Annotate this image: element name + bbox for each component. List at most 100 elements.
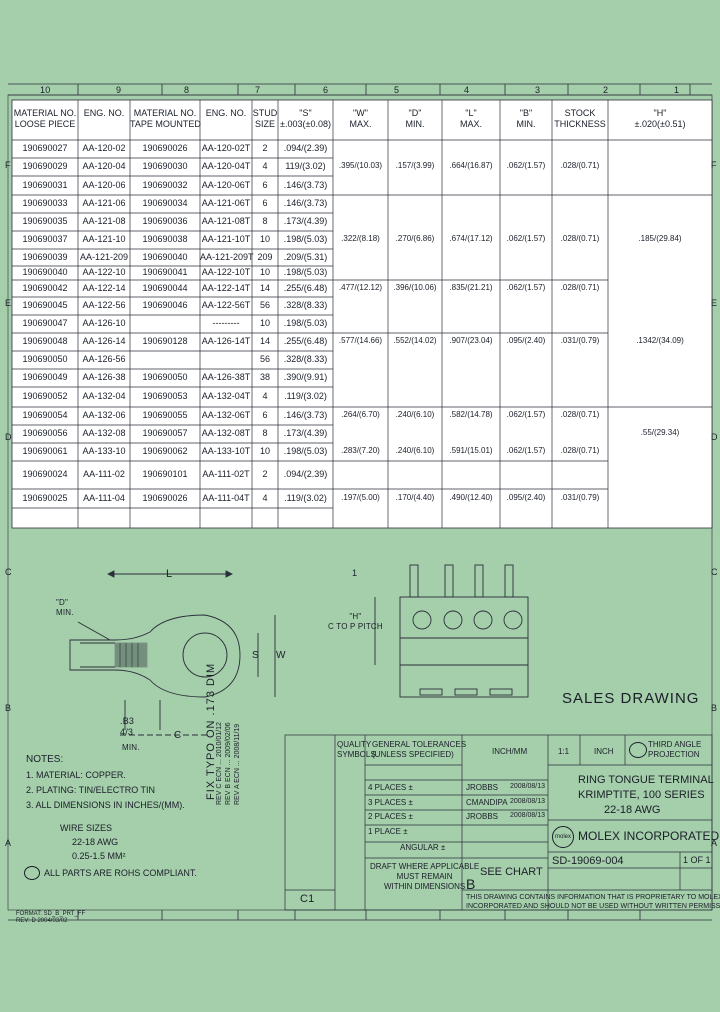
table-header: MATERIAL NO. LOOSE PIECE: [13, 108, 77, 129]
dim-label-l: L: [166, 568, 173, 580]
table-cell: .062/(1.57): [506, 161, 546, 170]
table-cell: .198/(5.03): [283, 267, 328, 277]
grid-row-d: D: [5, 432, 12, 442]
table-cell: .095/(2.40): [506, 492, 546, 502]
table-header: MATERIAL NO. TAPE MOUNTED: [130, 108, 201, 129]
rohs-note: ALL PARTS ARE ROHS COMPLIANT.: [44, 868, 197, 878]
table-cell: 190690049: [22, 372, 68, 382]
revision-c: REV C ECN ... 2010/01/12: [216, 722, 223, 805]
table-cell: .198/(5.03): [283, 234, 328, 244]
notes-title: NOTES:: [26, 754, 64, 765]
table-cell: .173/(4.39): [283, 216, 328, 226]
table-cell: AA-121-209T: [200, 251, 254, 262]
note-2: 2. PLATING: TIN/ELECTRO TIN: [26, 785, 156, 795]
table-cell: 190690031: [22, 179, 68, 190]
date-drawn: 2008/08/13: [510, 783, 546, 790]
projection-label: THIRD ANGLE PROJECTION: [648, 740, 702, 759]
dim-label-c: C: [174, 730, 182, 741]
table-cell: 190690053: [142, 391, 188, 401]
title-line-1: RING TONGUE TERMINAL: [578, 774, 714, 786]
table-cell: .390/(9.91): [283, 372, 328, 382]
table-cell: .173/(4.39): [283, 428, 328, 438]
table-header: "L" MAX.: [459, 108, 482, 129]
table-cell: 190690036: [142, 216, 188, 226]
dimension-style: INCH/MM: [492, 747, 528, 756]
grid-col-6: 6: [323, 85, 329, 95]
table-cell: AA-132-06: [82, 410, 126, 420]
table-cell: AA-121-10: [82, 234, 126, 244]
table-cell: .907/(23.04): [449, 336, 493, 345]
table-cell: 209: [257, 251, 273, 262]
drawn-by: JROBBS: [466, 783, 499, 792]
table-cell: .094/(2.39): [283, 143, 328, 153]
grid-col-7: 7: [255, 85, 261, 95]
grid-row-e: E: [5, 298, 12, 308]
table-header: "S" ±.003(±0.08): [280, 108, 331, 129]
table-cell: AA-121-06T: [201, 198, 251, 208]
table-cell: .255/(6.48): [283, 336, 328, 346]
table-cell: 190690040: [22, 267, 68, 277]
title-block-grid: [284, 734, 713, 911]
table-cell: 190690030: [142, 161, 188, 171]
table-cell: .146/(3.73): [283, 410, 328, 420]
table-cell: .395/(10.03): [338, 161, 383, 170]
grid-col-5: 5: [394, 85, 400, 95]
table-cell: 4: [262, 492, 268, 503]
table-cell: AA-132-08T: [201, 428, 251, 438]
grid-col-10: 10: [40, 85, 51, 95]
table-cell: AA-111-04: [83, 492, 125, 503]
table-cell: .146/(3.73): [283, 198, 328, 208]
table-header: "H" ±.020(±0.51): [634, 108, 686, 129]
table-cell: .322/(8.18): [341, 234, 380, 243]
table-cell: 190690034: [142, 198, 188, 208]
table-cell: AA-132-04: [82, 391, 126, 401]
table-cell: 190690026: [142, 143, 188, 153]
table-cell: 190690054: [22, 410, 68, 420]
table-cell: AA-121-06: [82, 198, 126, 208]
wire-mm: 0.25-1.5 MM²: [72, 851, 126, 861]
table-cell: 10: [259, 318, 270, 328]
company-name: MOLEX INCORPORATED: [578, 829, 720, 843]
table-cell: 190690047: [22, 318, 68, 328]
grid-row-e-right: E: [711, 298, 718, 308]
table-cell: .396/(10.06): [393, 282, 437, 292]
table-cell: 8: [262, 216, 268, 226]
table-cell: 190690052: [22, 391, 68, 401]
grid-col-2: 2: [603, 85, 609, 95]
dim-label-b: .B3 4/3: [120, 716, 135, 737]
table-cell: AA-122-10T: [201, 267, 251, 277]
table-cell: .255/(6.48): [283, 282, 328, 293]
table-cell: 2: [262, 469, 268, 479]
grid-row-a: A: [5, 838, 12, 848]
table-cell: .028/(0.71): [560, 446, 600, 455]
general-tolerances-label: GENERAL TOLERANCES (UNLESS SPECIFIED): [372, 740, 467, 759]
table-cell: .674/(17.12): [449, 234, 493, 243]
quality-symbols-label: QUALITY SYMBOLS: [337, 740, 376, 759]
dim-label-s: S: [252, 650, 259, 661]
table-header: ENG. NO.: [83, 108, 125, 118]
table-cell: 190690101: [142, 469, 188, 479]
table-cell: 190690024: [22, 469, 68, 479]
table-cell: 190690055: [142, 410, 188, 420]
proprietary-notice: THIS DRAWING CONTAINS INFORMATION THAT I…: [466, 894, 720, 910]
wire-sizes-title: WIRE SIZES: [60, 823, 113, 833]
note-3: 3. ALL DIMENSIONS IN INCHES/(MM).: [26, 800, 185, 810]
document-number: SD-19069-004: [552, 855, 624, 867]
table-cell: 190690033: [22, 198, 68, 208]
table-cell: AA-120-02: [82, 143, 126, 153]
table-cell: AA-126-14: [82, 336, 126, 346]
table-cell: 190690026: [142, 492, 188, 503]
table-cell: .031/(0.79): [560, 492, 600, 502]
table-cell: 119/(3.02): [285, 161, 326, 171]
table-cell: 2: [262, 143, 268, 153]
table-cell: AA-111-02: [83, 469, 125, 479]
table-cell: AA-122-56: [82, 300, 126, 310]
tol-2-places: 2 PLACES ±: [368, 812, 413, 821]
table-cell: 14: [259, 282, 270, 293]
table-cell: AA-133-10: [82, 446, 126, 456]
table-cell: AA-126-10: [82, 318, 126, 328]
drawing-size: B: [466, 876, 476, 892]
table-cell: 6: [262, 198, 268, 208]
table-cell: .028/(0.71): [560, 234, 600, 243]
table-cell: .552/(14.02): [393, 336, 437, 345]
